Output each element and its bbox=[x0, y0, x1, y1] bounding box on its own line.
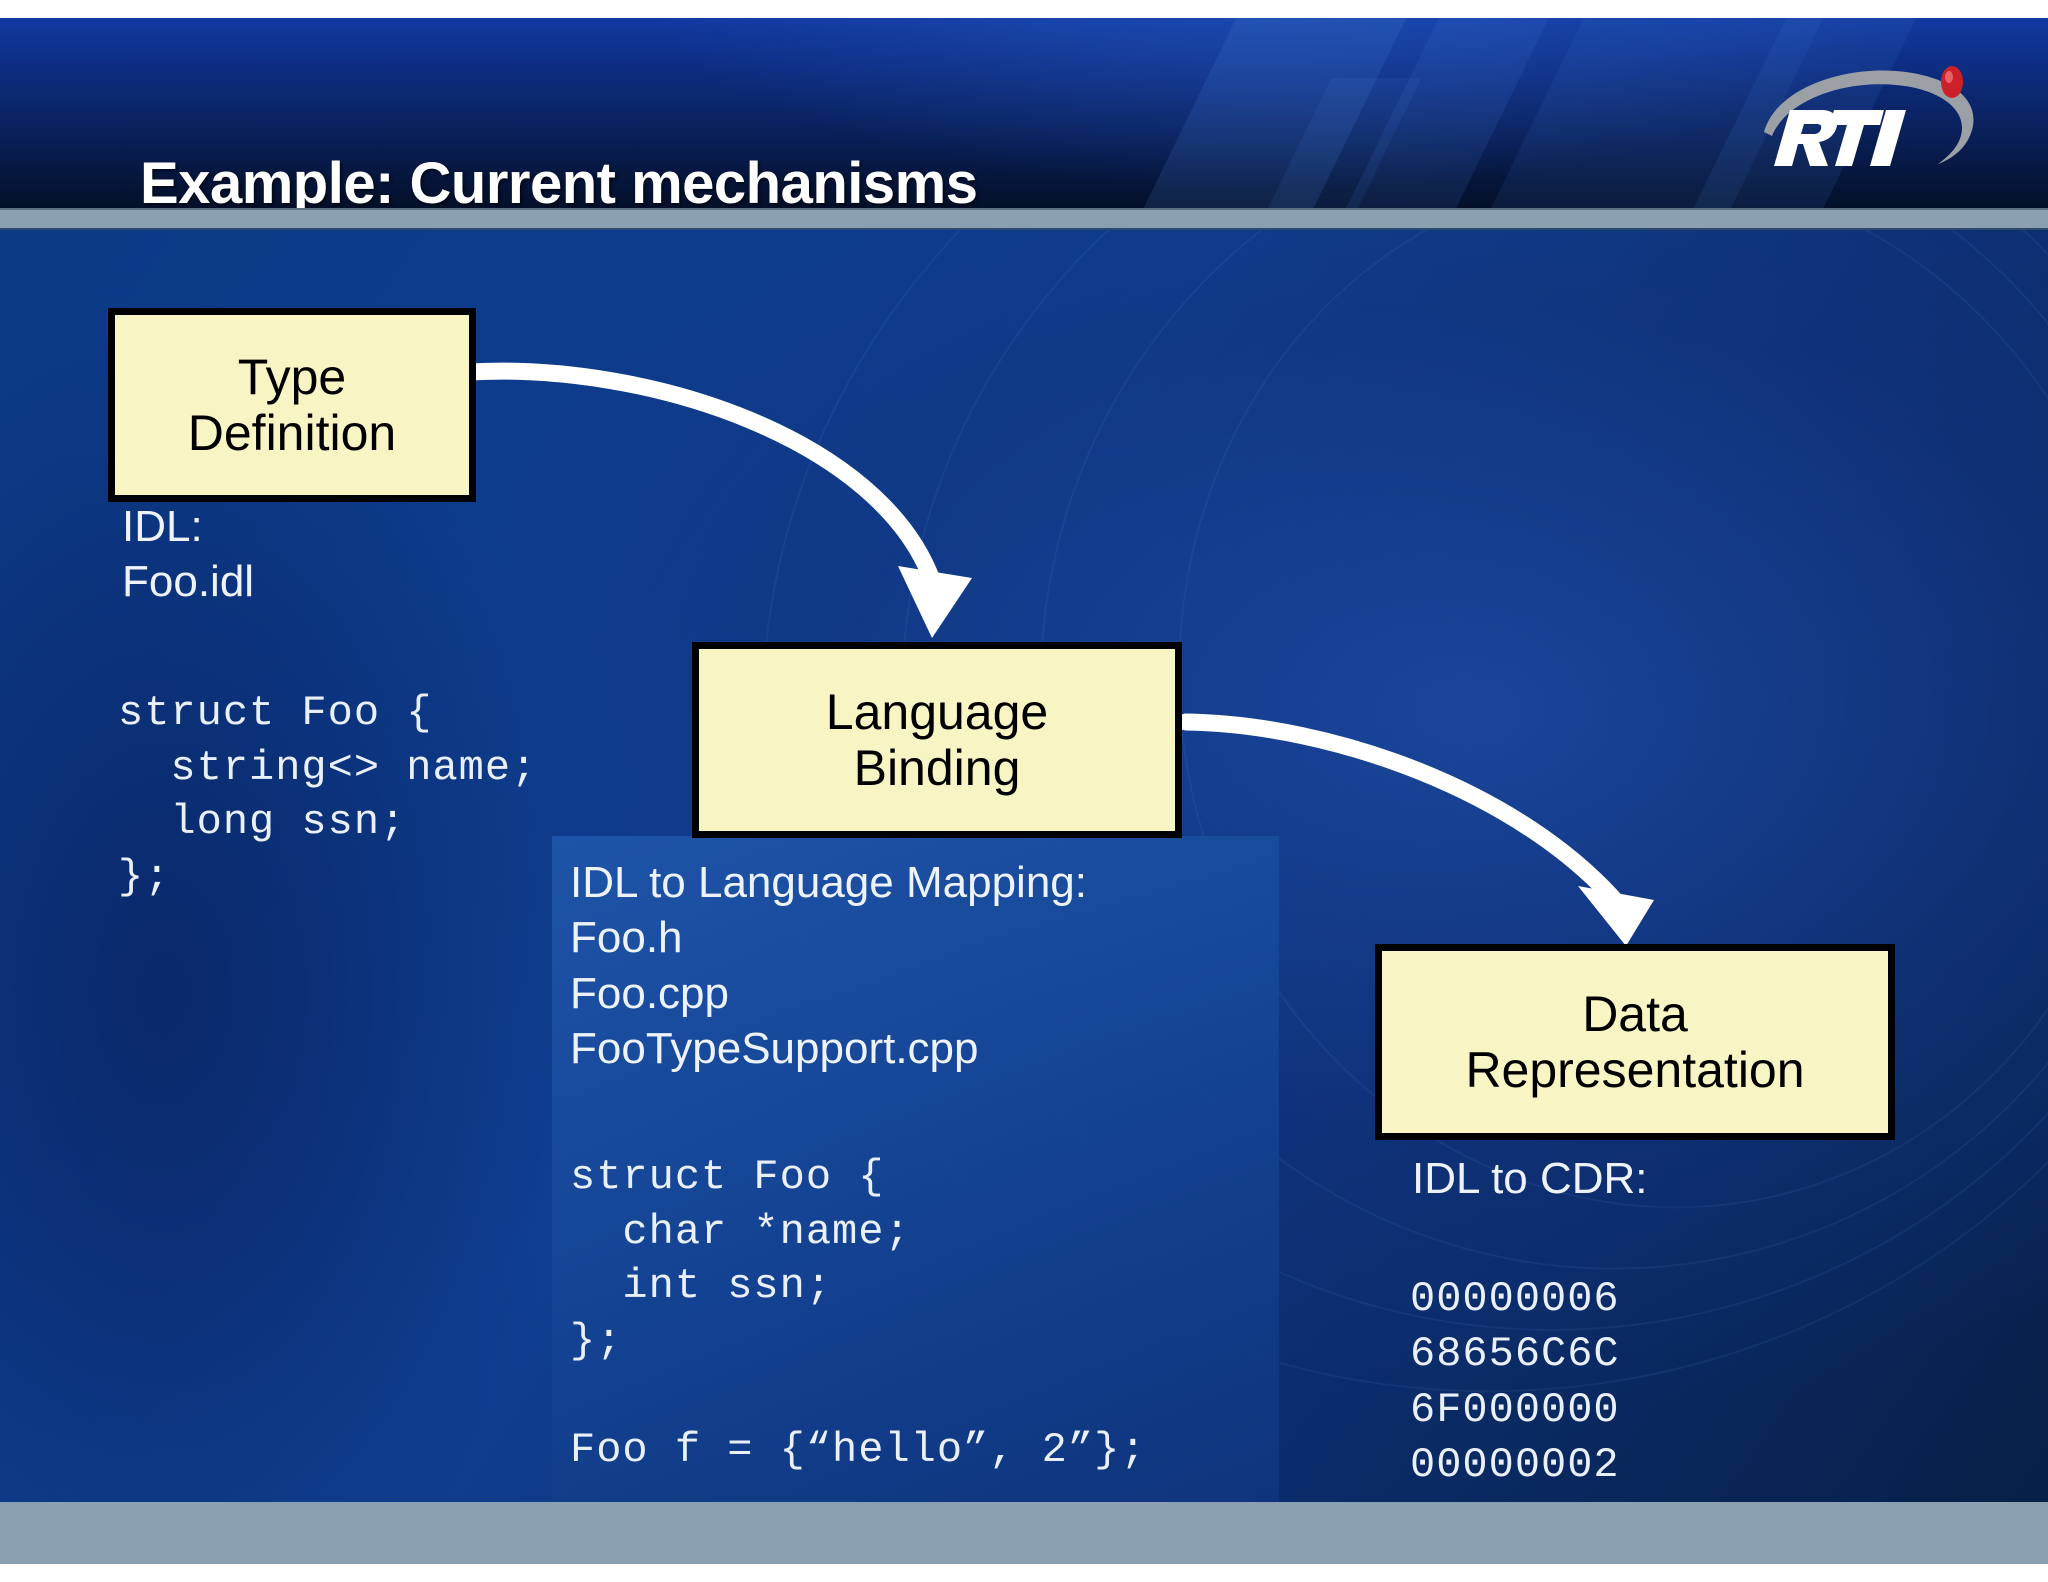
header-divider bbox=[0, 208, 2048, 230]
box-data-representation-line2: Representation bbox=[1465, 1042, 1805, 1098]
box-type-definition[interactable]: Type Definition bbox=[108, 308, 476, 502]
slide-footer-bar bbox=[0, 1502, 2048, 1564]
box-language-binding[interactable]: Language Binding bbox=[692, 642, 1182, 838]
logo-wordmark bbox=[1774, 110, 1906, 166]
box-language-binding-line1: Language bbox=[825, 684, 1049, 740]
page-title: Example: Current mechanisms bbox=[140, 151, 978, 216]
box-data-representation[interactable]: Data Representation bbox=[1375, 944, 1895, 1140]
idl-file-label: IDL: Foo.idl bbox=[122, 502, 255, 606]
logo-red-dot bbox=[1941, 66, 1963, 98]
box-language-binding-line2: Binding bbox=[853, 740, 1021, 796]
logo-swoosh bbox=[1764, 70, 1974, 164]
cdr-hex-dump: 00000006 68656C6C 6F000000 00000002 bbox=[1410, 1275, 1620, 1490]
language-mapping-panel bbox=[552, 836, 1279, 1528]
rti-logo bbox=[1764, 66, 1974, 166]
slide-header bbox=[0, 18, 2048, 208]
language-mapping-code: struct Foo { char *name; int ssn; }; Foo… bbox=[570, 1153, 1147, 1474]
box-data-representation-line1: Data bbox=[1582, 986, 1688, 1042]
language-mapping-label: IDL to Language Mapping: Foo.h Foo.cpp F… bbox=[570, 858, 1087, 1074]
box-type-definition-line2: Definition bbox=[187, 405, 397, 461]
box-type-definition-line1: Type bbox=[237, 349, 347, 405]
idl-source-code: struct Foo { string<> name; long ssn; }; bbox=[118, 689, 538, 901]
cdr-label: IDL to CDR: bbox=[1412, 1154, 1648, 1203]
logo-red-dot-highlight bbox=[1945, 71, 1953, 83]
